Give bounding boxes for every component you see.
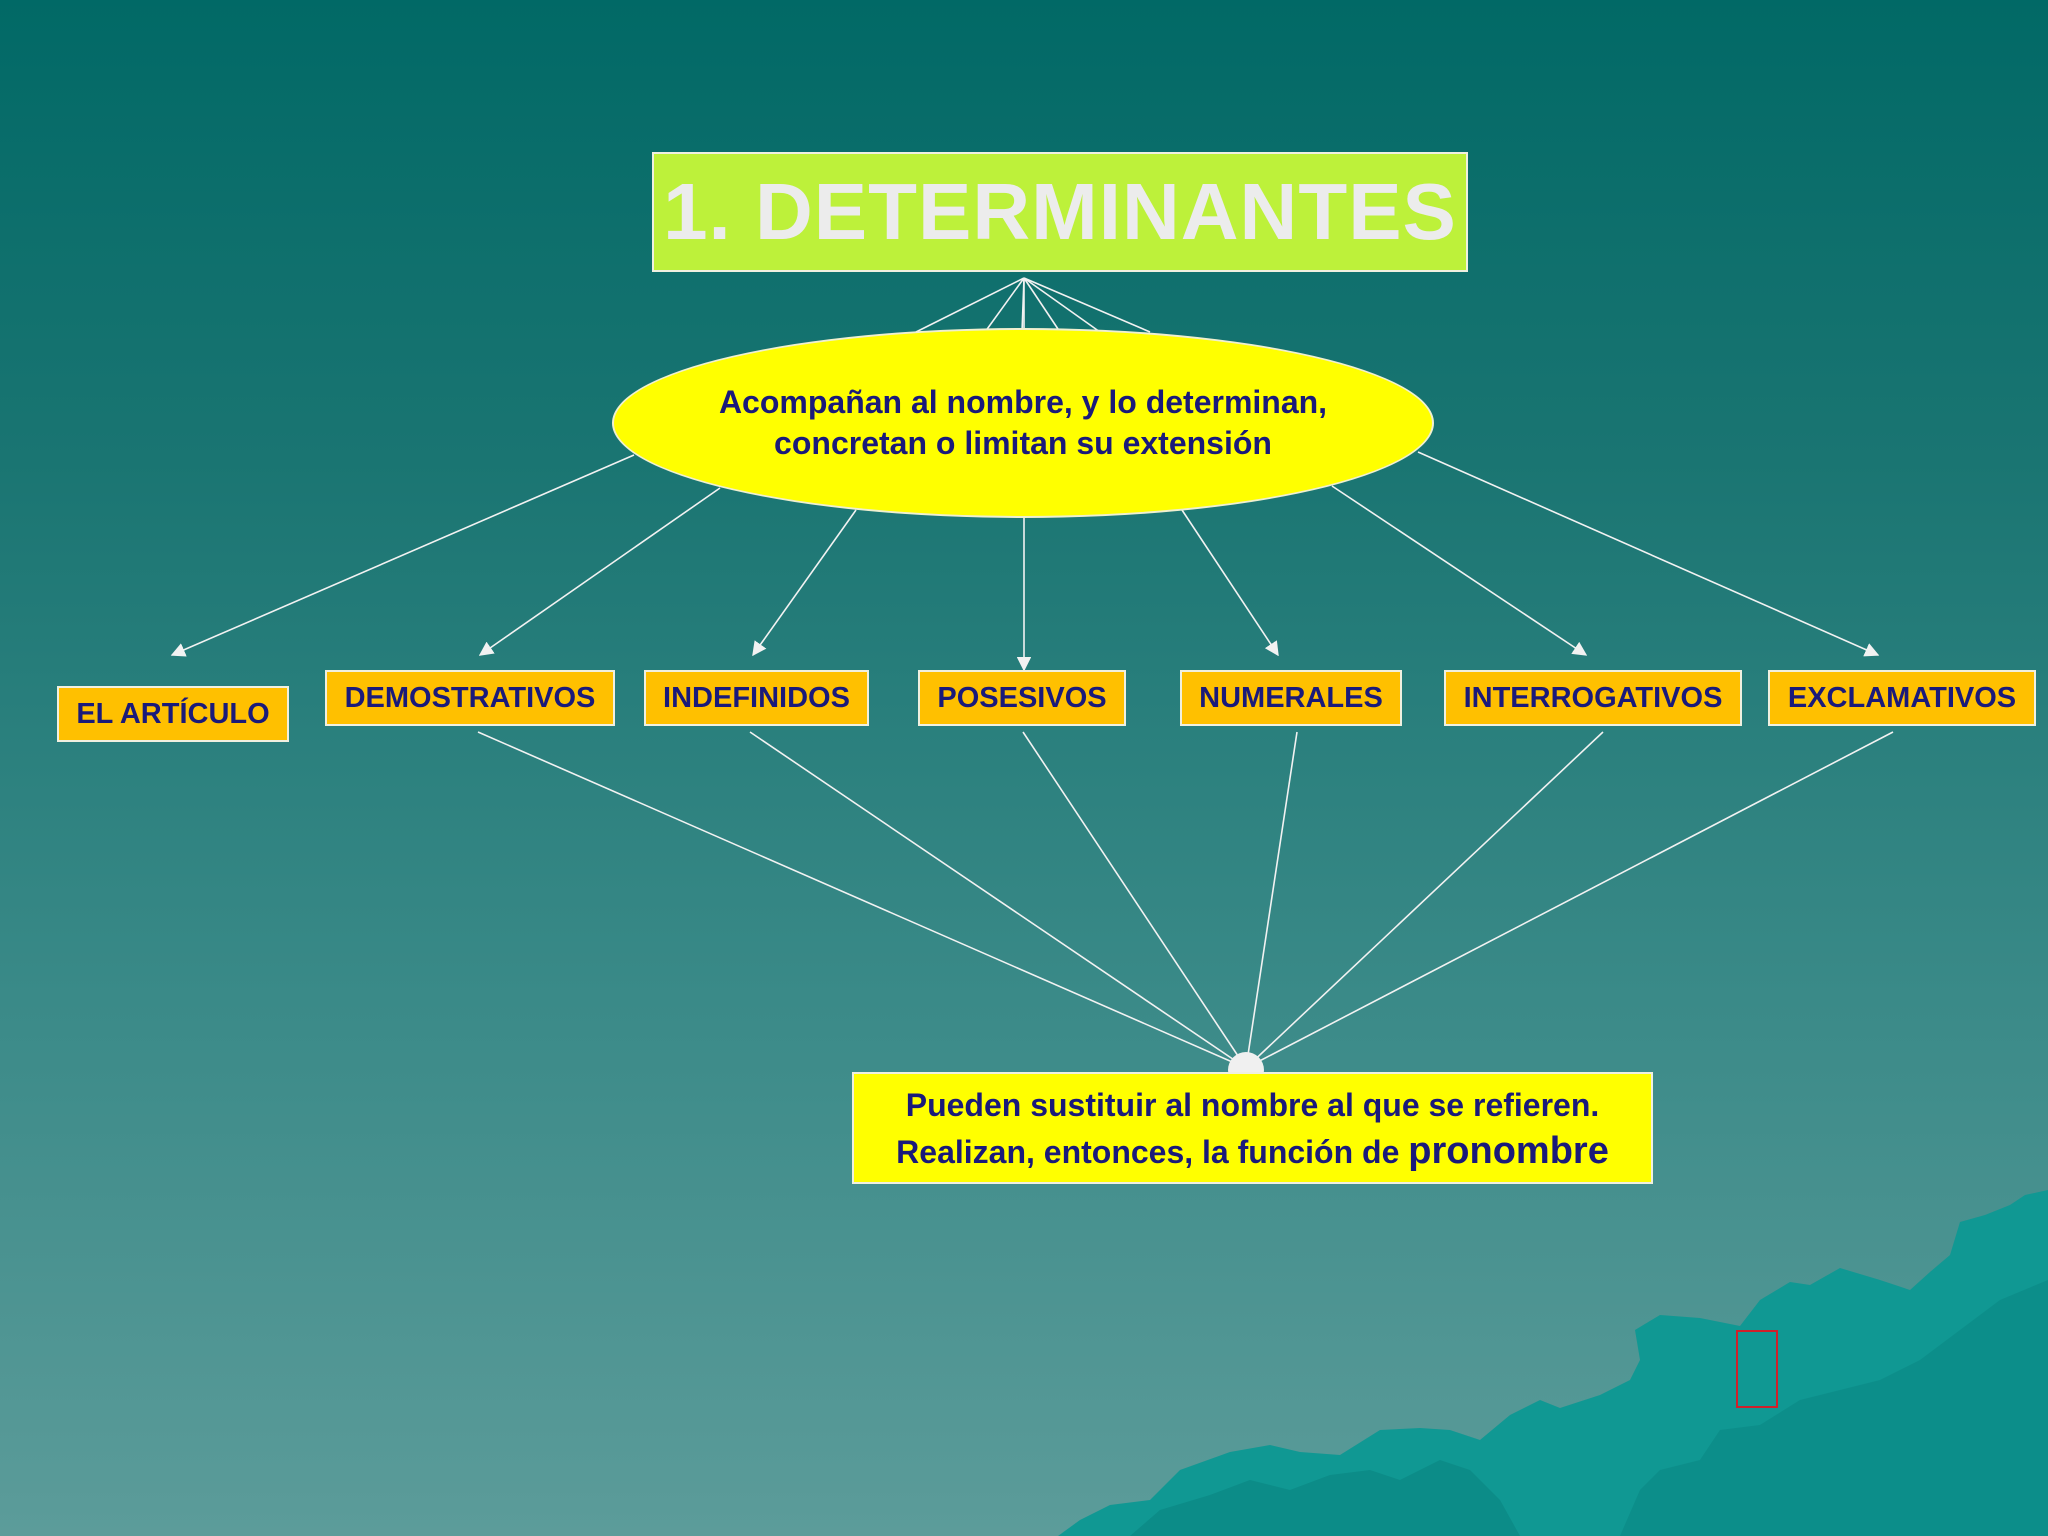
title-connector-line [915, 277, 1025, 333]
title-connector-line [984, 277, 1025, 333]
category-arrows [170, 451, 1880, 672]
pronoun-note-box: Pueden sustituir al nombre al que se ref… [852, 1072, 1653, 1184]
category-interrogativos: INTERROGATIVOS [1444, 670, 1742, 726]
category-label: INDEFINIDOS [663, 681, 850, 714]
category-arrow [752, 509, 857, 657]
category-posesivos: POSESIVOS [918, 670, 1126, 726]
pronoun-note-prefix: Realizan, entonces, la función de [896, 1133, 1409, 1170]
pronoun-connector-line [1245, 731, 1894, 1069]
category-label: NUMERALES [1199, 681, 1383, 714]
pronoun-connector-line [749, 731, 1247, 1069]
title-connector-line [1023, 277, 1061, 333]
mountain-decoration [1058, 1190, 2048, 1536]
nav-placeholder-icon[interactable] [1736, 1330, 1778, 1408]
pronoun-connector-line [1245, 731, 1298, 1069]
category-label: EL ARTÍCULO [76, 697, 270, 730]
category-demostrativos: DEMOSTRATIVOS [325, 670, 615, 726]
diagram-title: 1. DETERMINANTES [663, 167, 1457, 256]
category-arrow [1181, 509, 1279, 657]
category-arrow [1417, 451, 1880, 657]
category-label: INTERROGATIVOS [1463, 681, 1723, 714]
category-articulo: EL ARTÍCULO [57, 686, 289, 742]
category-label: DEMOSTRATIVOS [344, 681, 596, 714]
title-connectors [915, 277, 1151, 333]
category-arrow [1331, 485, 1588, 656]
category-indefinidos: INDEFINIDOS [644, 670, 869, 726]
category-arrow [478, 487, 721, 656]
category-label: EXCLAMATIVOS [1787, 681, 2017, 714]
definition-line-2: concretan o limitan su extensión [774, 425, 1272, 461]
definition-ellipse: Acompañan al nombre, y lo determinan, co… [612, 328, 1434, 518]
pronoun-note-emphasis: pronombre [1408, 1129, 1609, 1172]
category-numerales: NUMERALES [1180, 670, 1402, 726]
category-arrow [170, 454, 635, 657]
title-connector-line [1023, 277, 1101, 333]
pronoun-connector-line [1022, 731, 1247, 1069]
pronoun-note-line-2: Realizan, entonces, la función de pronom… [896, 1128, 1609, 1175]
category-label: POSESIVOS [937, 681, 1107, 714]
pronoun-note-line-1: Pueden sustituir al nombre al que se ref… [905, 1086, 1600, 1123]
pronoun-connector-line [1245, 731, 1604, 1069]
title-connector-line [1023, 277, 1151, 333]
pronoun-connectors [477, 731, 1894, 1069]
title-box: 1. DETERMINANTES [652, 152, 1468, 272]
pronoun-connector-line [477, 731, 1247, 1069]
category-exclamativos: EXCLAMATIVOS [1768, 670, 2036, 726]
definition-line-1: Acompañan al nombre, y lo determinan, [718, 384, 1328, 420]
